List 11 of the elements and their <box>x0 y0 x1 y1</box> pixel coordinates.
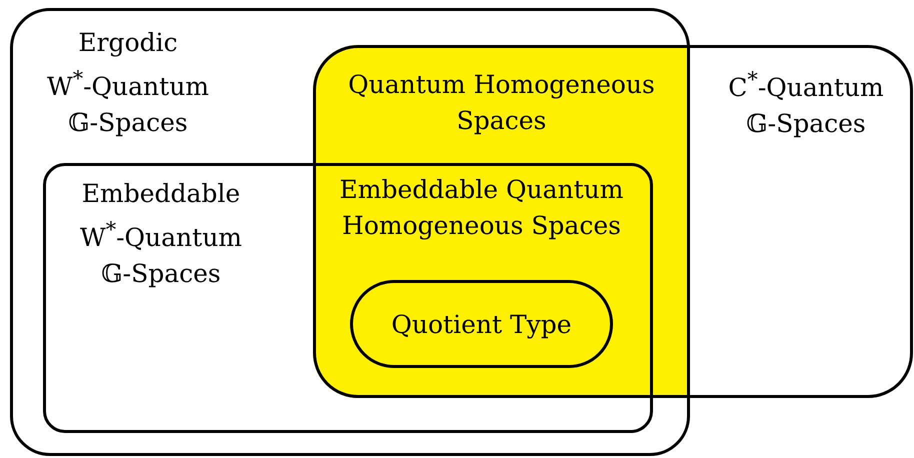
set-label: C$^{*}$-Quantum 𝔾-Spaces <box>727 67 885 140</box>
set-label: Ergodic W$^{*}$-Quantum 𝔾-Spaces <box>46 27 210 140</box>
set-region <box>313 45 690 398</box>
set-label: Embeddable W$^{*}$-Quantum 𝔾-Spaces <box>78 178 244 290</box>
set-region <box>10 8 690 456</box>
set-label: Embeddable Quantum Homogeneous Spaces <box>338 174 624 242</box>
set-region <box>350 280 613 368</box>
set-label: Quotient Type <box>390 309 573 341</box>
set-region <box>43 163 653 433</box>
set-region <box>313 45 913 398</box>
set-label: Quantum Homogeneous Spaces <box>347 69 656 137</box>
